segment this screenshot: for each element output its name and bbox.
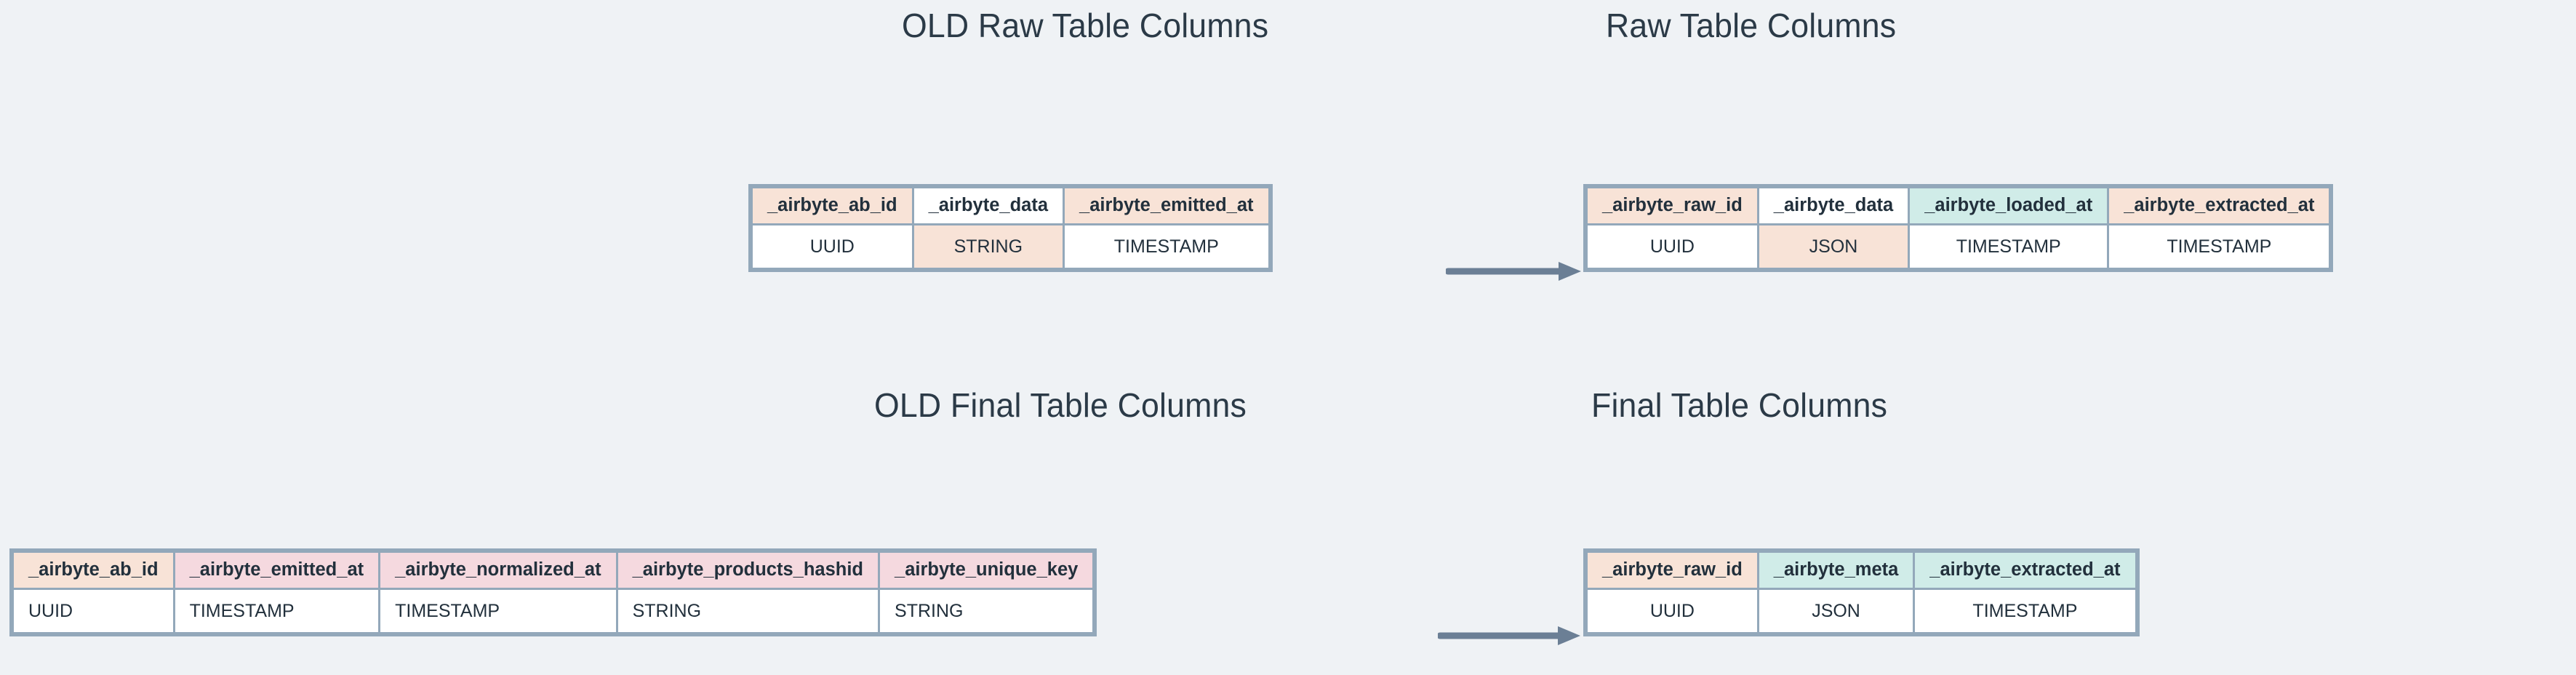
arrow-final-migration (1438, 626, 1580, 645)
column-header-cell: _airbyte_extracted_at (2107, 186, 2332, 225)
column-type-cell: UUID (751, 223, 914, 270)
table-header-row: _airbyte_ab_id_airbyte_emitted_at_airbyt… (12, 551, 1095, 590)
column-header-cell: _airbyte_data (1756, 186, 1911, 225)
column-header-cell: _airbyte_emitted_at (172, 551, 381, 590)
column-type-cell: TIMESTAMP (172, 588, 381, 634)
column-header-cell: _airbyte_raw_id (1585, 551, 1759, 590)
column-type-cell: UUID (12, 588, 175, 634)
column-header-cell: _airbyte_raw_id (1585, 186, 1759, 225)
column-type-cell: UUID (1585, 588, 1759, 634)
column-type-cell: JSON (1756, 223, 1911, 270)
column-type-cell: STRING (615, 588, 881, 634)
table-new-raw-columns: _airbyte_raw_id_airbyte_data_airbyte_loa… (1583, 184, 2334, 272)
table-new-final-columns: _airbyte_raw_id_airbyte_meta_airbyte_ext… (1583, 548, 2140, 636)
column-header-cell: _airbyte_meta (1756, 551, 1916, 590)
column-header-cell: _airbyte_normalized_at (378, 551, 618, 590)
column-header-cell: _airbyte_extracted_at (1913, 551, 2137, 590)
column-type-cell: JSON (1756, 588, 1916, 634)
column-header-cell: _airbyte_ab_id (12, 551, 175, 590)
title-final-table-columns: Final Table Columns (1591, 386, 1888, 424)
column-header-cell: _airbyte_unique_key (878, 551, 1095, 590)
table-header-row: _airbyte_ab_id_airbyte_data_airbyte_emit… (751, 186, 1271, 225)
column-header-cell: _airbyte_loaded_at (1908, 186, 2110, 225)
column-header-cell: _airbyte_data (911, 186, 1065, 225)
column-header-cell: _airbyte_emitted_at (1063, 186, 1271, 225)
column-type-cell: TIMESTAMP (2107, 223, 2332, 270)
title-old-raw-table-columns: OLD Raw Table Columns (902, 7, 1269, 44)
column-type-cell: STRING (878, 588, 1095, 634)
column-type-cell: STRING (911, 223, 1065, 270)
arrow-raw-migration (1446, 262, 1581, 281)
title-raw-table-columns: Raw Table Columns (1606, 7, 1897, 44)
table-old-final-columns: _airbyte_ab_id_airbyte_emitted_at_airbyt… (9, 548, 1097, 636)
column-type-cell: UUID (1585, 223, 1759, 270)
column-type-cell: TIMESTAMP (1063, 223, 1271, 270)
column-header-cell: _airbyte_ab_id (751, 186, 914, 225)
column-type-cell: TIMESTAMP (378, 588, 618, 634)
column-type-cell: TIMESTAMP (1913, 588, 2137, 634)
column-type-cell: TIMESTAMP (1908, 223, 2110, 270)
column-header-cell: _airbyte_products_hashid (615, 551, 881, 590)
table-old-raw-columns: _airbyte_ab_id_airbyte_data_airbyte_emit… (748, 184, 1273, 272)
table-header-row: _airbyte_raw_id_airbyte_data_airbyte_loa… (1585, 186, 2332, 225)
table-header-row: _airbyte_raw_id_airbyte_meta_airbyte_ext… (1585, 551, 2137, 590)
title-old-final-table-columns: OLD Final Table Columns (874, 386, 1247, 424)
